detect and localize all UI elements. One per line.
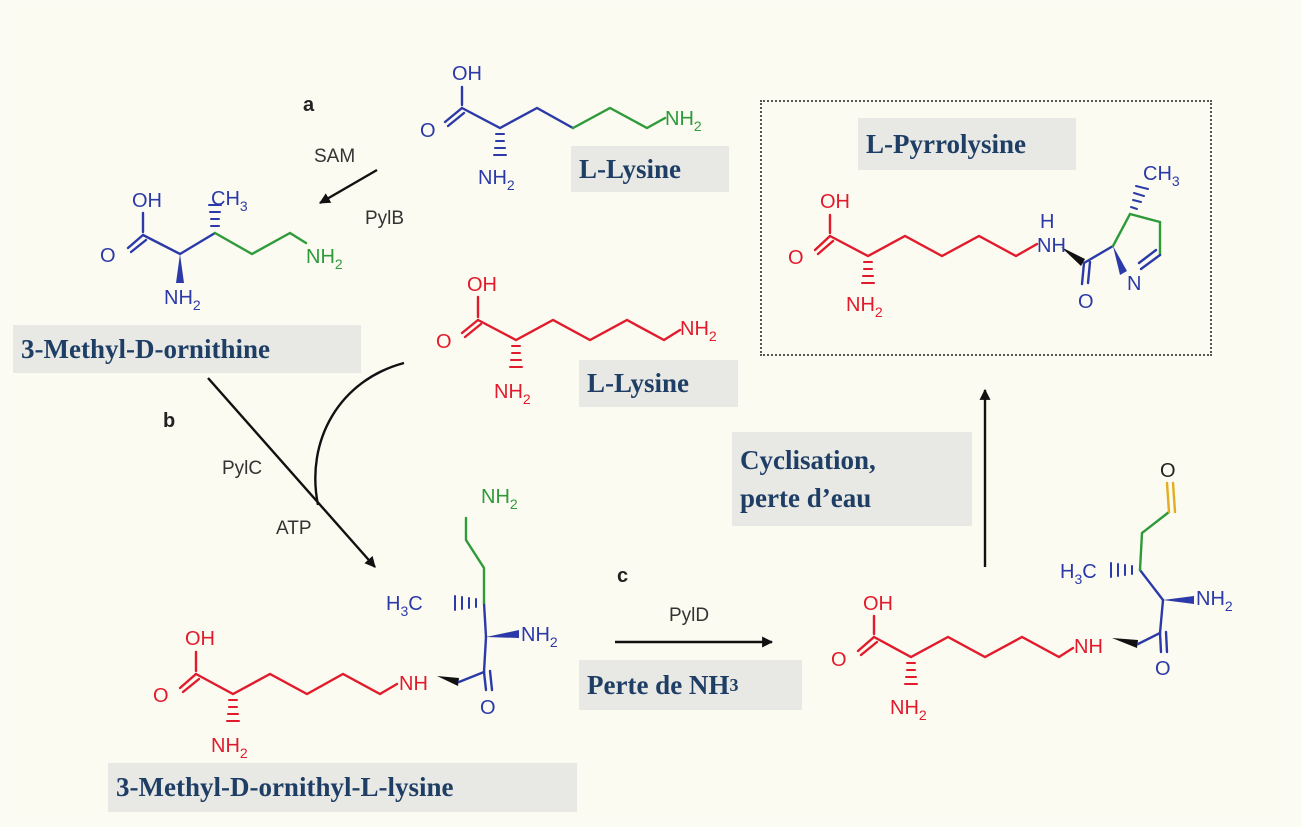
atom-nh2: NH — [890, 697, 919, 719]
label-l-lysine-middle: L-Lysine — [579, 360, 738, 407]
atom-ch3: CH — [211, 188, 240, 210]
atom-o: O — [436, 331, 452, 353]
atom-o: O — [1155, 658, 1171, 680]
svg-text:NH2: NH2 — [478, 167, 515, 193]
atom-oh: OH — [820, 191, 850, 213]
atom-n: N — [1127, 273, 1141, 295]
atom-nh2: NH — [521, 624, 550, 646]
svg-text:CH3: CH3 — [211, 188, 248, 214]
svg-text:NH2: NH2 — [665, 108, 702, 134]
enzyme-pylc: PylC — [222, 458, 263, 479]
atom-nh2: NH — [494, 381, 523, 403]
atom-nh2: NH — [846, 294, 875, 316]
arrow-step-b — [207, 377, 376, 568]
structure-l-pyrrolysine — [813, 185, 1162, 286]
svg-text:H3C: H3C — [1060, 561, 1097, 587]
atom-oh: OH — [863, 593, 893, 615]
atom-o: O — [100, 245, 116, 267]
svg-text:NH2: NH2 — [211, 735, 248, 761]
svg-text:NH2: NH2 — [846, 294, 883, 320]
atom-nh2: NH — [481, 486, 510, 508]
atom-h3c: H — [386, 593, 400, 615]
svg-text:NH2: NH2 — [306, 246, 343, 272]
atom-ch3: CH — [1143, 163, 1172, 185]
atom-o: O — [788, 247, 804, 269]
atom-nh2: NH — [164, 287, 193, 309]
structure-3-methyl-d-ornithine — [126, 204, 308, 283]
step-label-b: b — [163, 410, 176, 432]
svg-text:NH2: NH2 — [890, 697, 927, 723]
atom-nh2: NH — [665, 108, 694, 130]
atom-nh2: NH — [1196, 588, 1225, 610]
label-l-lysine-top: L-Lysine — [571, 146, 729, 192]
atom-o: O — [153, 685, 169, 707]
atom-o: O — [480, 697, 496, 719]
atom-oh: OH — [467, 274, 497, 296]
atom-o: O — [1078, 291, 1094, 313]
atom-oh: OH — [185, 628, 215, 650]
atom-h: H — [1040, 211, 1054, 233]
svg-text:CH3: CH3 — [1143, 163, 1180, 189]
svg-text:H3C: H3C — [386, 593, 423, 619]
svg-text:NH2: NH2 — [481, 486, 518, 512]
arrow-step-b-lysine-input — [314, 361, 405, 506]
atom-nh2: NH — [478, 167, 507, 189]
note-cyclisation: Cyclisation, perte d’eau — [732, 432, 972, 526]
enzyme-pylb: PylB — [365, 208, 405, 229]
atom-o: O — [1160, 460, 1176, 482]
atom-nh2: NH — [680, 318, 709, 340]
label-3-methyl-d-ornithine: 3-Methyl-D-ornithine — [13, 325, 361, 373]
step-label-c: c — [617, 565, 629, 587]
structure-aldehyde-intermediate — [856, 481, 1194, 685]
label-l-pyrrolysine: L-Pyrrolysine — [858, 118, 1076, 170]
atom-nh: NH — [399, 673, 428, 695]
step-label-a: a — [303, 94, 315, 116]
atom-o: O — [420, 120, 436, 142]
product-highlight-box — [760, 100, 1212, 356]
reagent-sam: SAM — [314, 146, 356, 167]
structure-3-methyl-d-ornithyl-l-lysine — [178, 516, 519, 722]
atom-nh: NH — [1037, 235, 1066, 257]
atom-oh: OH — [452, 63, 482, 85]
structure-l-lysine-middle — [460, 295, 682, 368]
structure-l-lysine-top — [443, 85, 667, 156]
atom-nh2: NH — [306, 246, 335, 268]
enzyme-pyld: PylD — [669, 605, 710, 626]
atom-nh2: NH — [211, 735, 240, 757]
svg-text:NH2: NH2 — [164, 287, 201, 313]
svg-text:NH2: NH2 — [680, 318, 717, 344]
svg-text:NH2: NH2 — [521, 624, 558, 650]
label-3-methyl-d-ornithyl-l-lysine: 3-Methyl-D-ornithyl-L-lysine — [108, 763, 577, 812]
svg-text:NH2: NH2 — [494, 381, 531, 407]
atom-h3c: H — [1060, 561, 1074, 583]
atom-oh: OH — [132, 190, 162, 212]
arrow-step-a — [319, 168, 378, 205]
reagent-atp: ATP — [276, 518, 312, 539]
atom-o: O — [831, 649, 847, 671]
atom-nh: NH — [1074, 636, 1103, 658]
svg-text:NH2: NH2 — [1196, 588, 1233, 614]
